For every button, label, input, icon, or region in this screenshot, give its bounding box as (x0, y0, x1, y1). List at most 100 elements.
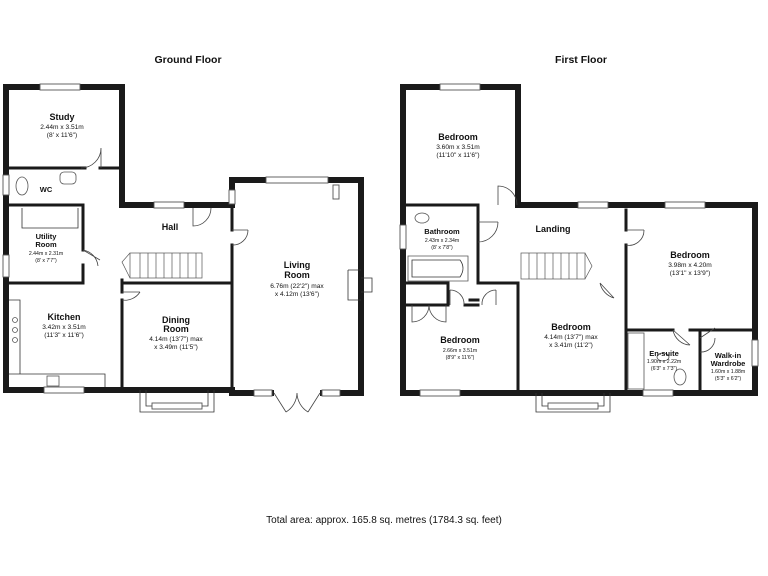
bedroom-1-dims-imperial: (11'10" x 11'6") (436, 152, 479, 159)
utility-dims: 2.44m x 2.31m (29, 251, 63, 257)
kitchen-sink (46, 375, 60, 387)
kitchen-label: Kitchen (47, 312, 80, 322)
first-stairs (520, 252, 593, 280)
basin (414, 212, 430, 224)
window (2, 254, 10, 278)
window (39, 83, 81, 91)
wc-basin (59, 171, 77, 185)
bedroom-1-label: Bedroom (438, 132, 478, 142)
window (151, 402, 203, 410)
window (642, 389, 674, 397)
first-outer-wall (400, 84, 758, 396)
window (419, 389, 461, 397)
bath (407, 255, 469, 282)
first-floor-plan (399, 83, 759, 413)
study-dims: 2.44m x 3.51m (40, 124, 84, 131)
bedroom-door (497, 185, 518, 206)
window (2, 174, 10, 196)
first-interior-walls (401, 203, 757, 395)
dining-label: Dining (162, 315, 190, 325)
ground-floor-title: Ground Floor (154, 54, 221, 66)
window (321, 389, 341, 397)
hob-ring (12, 337, 18, 343)
living-label: Living (284, 260, 311, 270)
window (664, 201, 706, 209)
window (228, 189, 236, 205)
window (399, 224, 407, 250)
front-door (192, 207, 212, 227)
bedroom-2-dims-imperial: (13'1" x 13'9") (670, 270, 711, 277)
window (439, 83, 481, 91)
bathroom-door (477, 221, 499, 243)
dining-dims-2: x 3.49m (11'5") (154, 344, 198, 351)
bathroom-dims-imperial: (8' x 7'8") (431, 245, 453, 251)
bedroom-door (625, 229, 645, 246)
fireplace (347, 269, 373, 301)
utility-label: Utility (36, 232, 58, 241)
ensuite-basin (656, 352, 670, 362)
utility-label-2: Room (35, 240, 57, 249)
window (547, 402, 599, 410)
ground-interior-walls (4, 166, 234, 392)
bedroom-4-dims: 4.14m (13'7") max (544, 334, 598, 341)
ensuite-door (672, 329, 691, 346)
dining-dims: 4.14m (13'7") max (149, 336, 203, 343)
bedroom-3-dims: 2.66m x 3.51m (443, 348, 477, 354)
wardrobe-door (699, 327, 716, 353)
hob-ring (12, 317, 18, 323)
window (253, 389, 273, 397)
ground-outer-wall (3, 84, 364, 396)
kitchen-worktop (9, 299, 106, 387)
wardrobe-dims-imperial: (5'3" x 6'2") (715, 376, 741, 382)
bedroom-door (411, 304, 447, 323)
living-door (231, 229, 249, 246)
ensuite-label: En-suite (649, 349, 679, 358)
window (577, 201, 609, 209)
bedroom-2-label: Bedroom (670, 250, 710, 260)
dining-label-2: Room (163, 324, 189, 334)
utility-dims-imperial: (8' x 7'7") (35, 258, 57, 264)
wardrobe-label-2: Wardrobe (711, 359, 746, 368)
bedroom-2-dims: 3.98m x 4.20m (668, 262, 712, 269)
study-label: Study (49, 112, 74, 122)
window (332, 184, 340, 200)
living-label-2: Room (284, 270, 310, 280)
hall-label: Hall (162, 222, 179, 232)
utility-worktop (21, 208, 79, 229)
bedroom-3-label: Bedroom (440, 335, 480, 345)
wardrobe-dims: 1.60m x 1.88m (711, 369, 745, 375)
landing-label: Landing (536, 224, 571, 234)
hob-ring (12, 327, 18, 333)
living-french-doors (273, 392, 321, 413)
cupboard-doors (449, 289, 497, 306)
bedroom-4-dims-2: x 3.41m (11'2") (549, 342, 593, 349)
ensuite-toilet (673, 368, 687, 386)
window (751, 339, 759, 367)
ground-stairs (121, 252, 203, 279)
ground-floor-plan (2, 83, 373, 413)
utility-door (82, 249, 101, 267)
kitchen-dims: 3.42m x 3.51m (42, 324, 86, 331)
wc-toilet (15, 176, 29, 196)
wardrobe-label: Walk-in (715, 351, 742, 360)
bedroom-3-dims-imperial: (8'9" x 11'6") (446, 355, 475, 361)
window (43, 386, 85, 394)
living-dims: 6.76m (22'2") max (270, 283, 324, 290)
ensuite-dims: 1.90m x 2.22m (647, 359, 681, 365)
window (265, 176, 329, 184)
bedroom-4-label: Bedroom (551, 322, 591, 332)
bathroom-label: Bathroom (424, 227, 460, 236)
kitchen-dims-imperial: (11'3" x 11'6") (44, 332, 84, 339)
bedroom-1-dims: 3.60m x 3.51m (436, 144, 480, 151)
study-door (80, 147, 102, 169)
total-area-text: Total area: approx. 165.8 sq. metres (17… (266, 515, 502, 526)
ensuite-shower (627, 332, 645, 390)
ensuite-dims-imperial: (6'3" x 7'3") (651, 366, 677, 372)
first-floor-title: First Floor (555, 54, 607, 66)
wc-label: WC (40, 185, 53, 194)
bedroom-door (599, 282, 615, 299)
dining-door (121, 291, 141, 301)
living-dims-2: x 4.12m (13'6") (275, 291, 319, 298)
bathroom-dims: 2.43m x 2.34m (425, 238, 459, 244)
